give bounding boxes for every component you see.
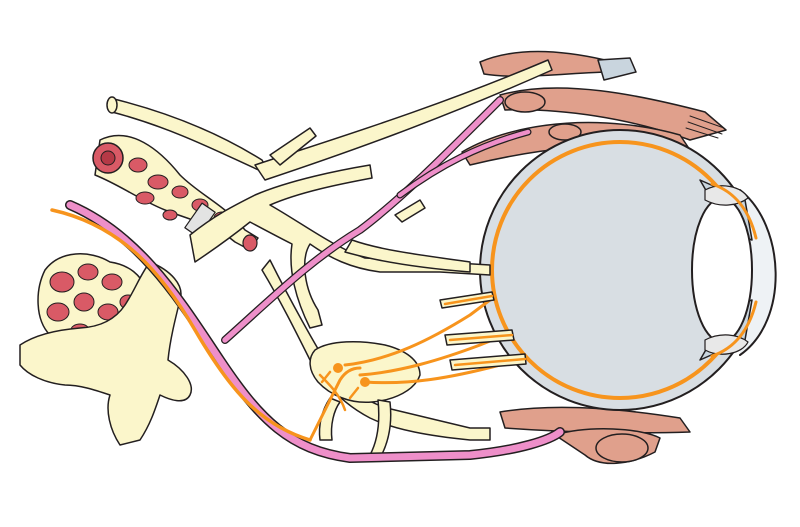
gland-lobule-center (100, 150, 116, 166)
upper-nerve-to-eye (254, 59, 553, 181)
nerve-branch-upper (269, 127, 317, 166)
nerve-stump (106, 96, 118, 114)
parasympathetic-fibers (50, 208, 522, 442)
middle-nerve-branch (344, 239, 471, 273)
short-ciliary-orange-1 (443, 294, 494, 306)
gland-duct-end (242, 234, 258, 252)
superior-rectus-striations (685, 115, 725, 139)
gland-lobule (49, 271, 75, 293)
gland-lobule (46, 302, 70, 322)
short-ciliary-orange-3 (453, 357, 527, 367)
gland-lobule (162, 209, 178, 221)
orange-to-eye-a (343, 298, 492, 367)
lower-bulbous-ganglion (19, 261, 192, 446)
main-nerve-plexus (189, 164, 491, 329)
gland-lobule (73, 292, 95, 312)
short-ciliary-orange-2 (448, 333, 514, 342)
gland-lobule (101, 273, 123, 291)
ciliary-nerves (439, 291, 527, 371)
muscle-ganglion-top (504, 91, 546, 113)
gland-lobule (128, 157, 148, 173)
iris-orange-bottom (710, 300, 758, 358)
muscle-ganglion-bottom (595, 433, 649, 463)
ciliary-body-top (704, 185, 749, 206)
nerve-sprig (394, 199, 426, 223)
muscle-ganglion-mid (548, 123, 582, 141)
gland-lobule (171, 185, 189, 199)
ganglion-cell-a-process (320, 370, 332, 384)
nerve-trunks (106, 59, 553, 459)
inferior-rectus-muscle (499, 406, 691, 434)
eyeball-group (479, 129, 777, 411)
ganglion-cell-b-process (348, 386, 360, 400)
iris-orange-top (710, 182, 758, 240)
ganglion-cell-b (360, 377, 370, 387)
orange-to-eye-b (358, 333, 507, 377)
pink-branch (397, 129, 531, 198)
gland-lobule (77, 263, 99, 281)
orange-main-fiber (50, 208, 312, 442)
nerve-loop-b (318, 397, 341, 441)
superior-rectus-muscle (499, 87, 727, 141)
lens (691, 197, 753, 343)
orange-ganglion-link (308, 366, 362, 442)
gland-lobule (135, 191, 155, 205)
orange-branch-d (318, 373, 347, 412)
pink-ascending (222, 97, 503, 343)
inferior-muscle-group (499, 406, 691, 465)
gland-lobule (147, 174, 169, 190)
ganglion-cell-a (333, 363, 343, 373)
trochlea-tendon (597, 57, 637, 81)
